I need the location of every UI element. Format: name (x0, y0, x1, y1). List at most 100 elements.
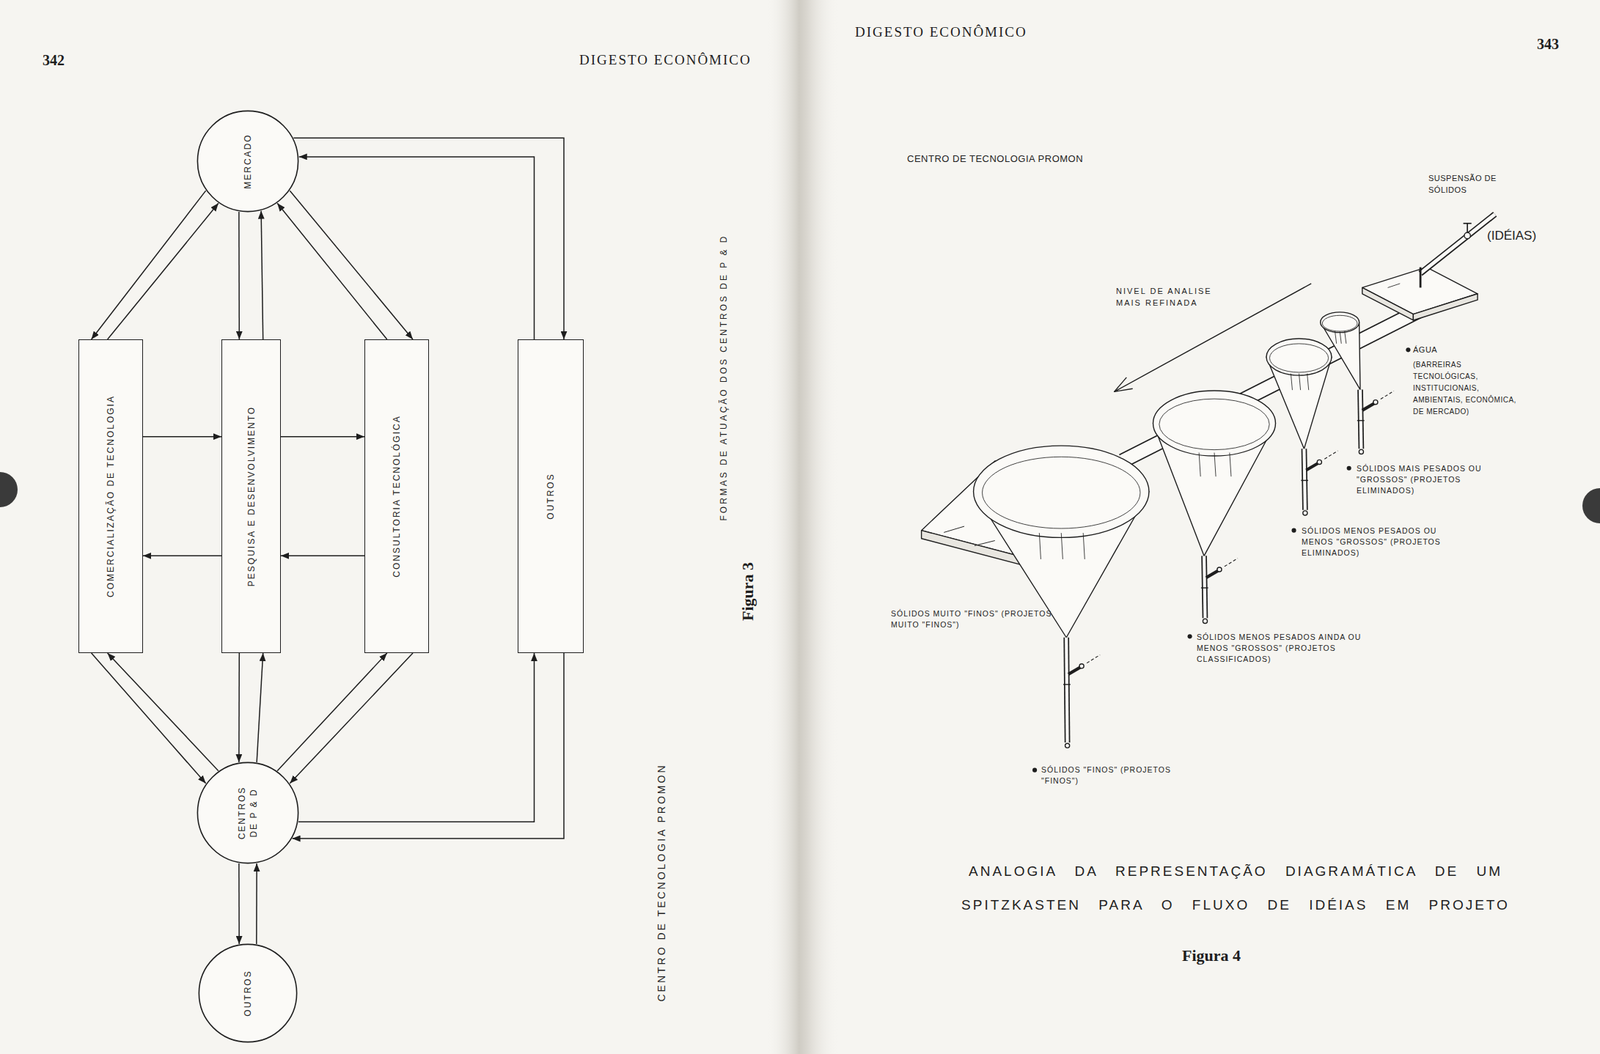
drawing-stroke (1360, 390, 1361, 450)
process-box: CONSULTORIA TECNOLÓGICA (364, 339, 429, 654)
drawing-stroke (1322, 315, 1358, 332)
page-label: SUSPENSÃO DE SÓLIDOS (1428, 173, 1502, 197)
drawing-stroke (1066, 637, 1067, 743)
drawing-stroke (1202, 618, 1207, 624)
drawing-stroke (1065, 743, 1070, 748)
drawing-stroke (1290, 373, 1293, 391)
flow-arrow (261, 211, 264, 340)
drawing-stroke (1320, 312, 1360, 333)
drawing-stroke (1214, 453, 1216, 478)
bullet (1347, 466, 1352, 471)
flow-arrow (280, 555, 365, 558)
drawing-stroke (1066, 637, 1067, 743)
feed-pipe (1420, 214, 1496, 274)
flow-arrow (277, 203, 388, 340)
drawing-stroke (973, 445, 1150, 538)
drawing-stroke (1206, 570, 1219, 578)
flow-arrow (289, 190, 413, 340)
node-text: OUTROS (544, 472, 557, 520)
process-box: PESQUISA E DESENVOLVIMENTO (221, 339, 281, 654)
drawing-stroke (1204, 555, 1205, 619)
settling-cone (1266, 338, 1338, 516)
flow-arrow (293, 137, 564, 340)
drawing-stroke (1335, 331, 1337, 344)
process-box: COMERCIALIZAÇÃO DE TECNOLOGIA (78, 339, 143, 654)
binder-hole (0, 472, 18, 508)
page-label: CENTRO DE TECNOLOGIA PROMON (907, 152, 1084, 167)
flow-arrow (277, 653, 388, 772)
feed-pipe-drop (1419, 267, 1422, 289)
drawing-stroke (1068, 667, 1081, 675)
page-label: ANALOGIA DA REPRESENTAÇÃO DIAGRAMÁTICA D… (938, 854, 1533, 922)
node-text: PESQUISA E DESENVOLVIMENTO (244, 406, 257, 587)
process-box: OUTROS (517, 339, 584, 654)
drawing-stroke (1303, 448, 1305, 510)
page-label: 343 (1536, 33, 1559, 55)
page-label: Figura 4 (1182, 944, 1241, 968)
circle-outline (196, 761, 300, 865)
page-label: DIGESTO ECONÔMICO (579, 49, 752, 71)
flow-arrow (238, 653, 240, 763)
circle-node: OUTROS (197, 943, 298, 1044)
drawing-stroke (1269, 343, 1328, 373)
node-text: OUTROS (241, 970, 254, 1017)
page-label: Figura 3 (736, 562, 760, 622)
drawing-stroke (1305, 463, 1319, 471)
drawing-stroke (1079, 664, 1084, 669)
node-text: CONSULTORIA TECNOLÓGICA (390, 415, 403, 578)
channel-inside (1122, 305, 1429, 462)
feed-tray (1362, 267, 1478, 315)
drawing-stroke (1299, 373, 1301, 391)
feed-valve-handle (1466, 223, 1469, 234)
drawing-stroke (1159, 398, 1270, 450)
flow-arrow (280, 436, 365, 438)
flow-arrow (238, 863, 240, 945)
settling-cone (1153, 390, 1276, 625)
settling-cone (973, 445, 1150, 748)
drawing-stroke (1380, 390, 1394, 399)
feed-valve-handle (1463, 222, 1472, 225)
bullet (1291, 528, 1296, 534)
feed-tray-edge (1413, 294, 1478, 321)
plate-mark (943, 526, 965, 533)
circle-node: CENTROS DE P & D (196, 761, 300, 865)
drawing-stroke (1303, 511, 1308, 516)
drawing-stroke (1300, 480, 1309, 482)
feed-tray-edge (1362, 287, 1414, 321)
bullet (1032, 768, 1037, 773)
drawing-stroke (1373, 400, 1378, 405)
page-label: (BARREIRAS TECNOLÓGICAS, INSTITUCIONAIS,… (1413, 359, 1524, 418)
page-label: (IDÉIAS) (1487, 227, 1537, 246)
flow-arrow (289, 653, 413, 784)
drawing-stroke (1324, 450, 1338, 460)
flow-arrow (298, 653, 535, 822)
flow-arrow (299, 156, 535, 340)
drawing-stroke (1266, 338, 1332, 376)
circle-shape (198, 944, 297, 1042)
drawing-stroke (1362, 403, 1375, 411)
drawing-stroke (1344, 331, 1347, 344)
analysis-arrowhead (1114, 377, 1133, 392)
drawing-stroke (1360, 390, 1361, 450)
page-label: SÓLIDOS MENOS PESADOS OU MENOS "GROSSOS"… (1301, 525, 1460, 560)
node-text: CENTROS DE P & D (236, 782, 260, 844)
page-label: CENTRO DE TECNOLOGIA PROMON (654, 764, 669, 1003)
flow-arrow (107, 653, 219, 772)
page-label: NIVEL DE ANALISE MAIS REFINADA (1116, 285, 1234, 310)
page-label: SÓLIDOS MAIS PESADOS OU "GROSSOS" (PROJE… (1356, 463, 1500, 498)
drawing-stroke (1339, 331, 1342, 344)
book-gutter (766, 0, 840, 1054)
flow-arrow (107, 203, 219, 340)
label-bullets (1032, 347, 1411, 773)
flow-arrow (292, 653, 564, 839)
drawing-stroke (1307, 373, 1309, 391)
node-text: MERCADO (241, 133, 254, 189)
feed-valve (1464, 232, 1471, 239)
flow-arrow (256, 653, 264, 763)
page-label: DIGESTO ECONÔMICO (854, 21, 1028, 43)
tray-mark (1388, 283, 1401, 289)
drawing-stroke (1358, 449, 1364, 454)
settling-cone (1320, 312, 1394, 455)
page-label: SÓLIDOS "FINOS" (PROJETOS "FINOS") (1041, 764, 1181, 787)
